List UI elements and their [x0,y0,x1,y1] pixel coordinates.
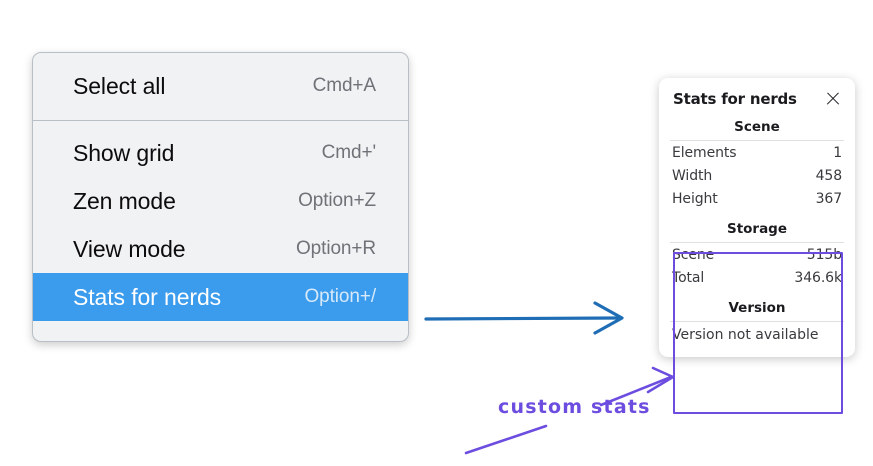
menu-item-view-mode[interactable]: View mode Option+R [33,225,408,273]
purple-underline-stroke [464,424,548,455]
stats-for-nerds-panel: Stats for nerds Scene Elements 1 Width 4… [659,78,855,357]
menu-item-label: Show grid [73,139,175,166]
stat-value: 346.6k [794,270,842,286]
menu-item-shortcut: Cmd+' [321,142,376,163]
stat-key: Width [672,168,713,184]
menu-item-shortcut: Option+R [296,238,376,259]
context-menu[interactable]: Select all Cmd+A Show grid Cmd+' Zen mod… [32,52,409,342]
section-divider [670,242,844,243]
menu-item-label: Stats for nerds [73,283,222,310]
stats-panel-title: Stats for nerds [673,90,797,108]
stat-row-height: Height 367 [659,187,855,210]
section-heading-storage: Storage [726,221,788,237]
menu-group-1: Select all Cmd+A [33,53,408,120]
stat-row-storage-scene: Scene 515b [659,243,855,266]
stat-value: 458 [815,168,843,184]
menu-item-select-all[interactable]: Select all Cmd+A [33,62,408,110]
stats-panel-header: Stats for nerds [659,88,855,108]
menu-group-2: Show grid Cmd+' Zen mode Option+Z View m… [33,121,408,341]
stat-key: Elements [672,145,737,161]
section-heading-version: Version [728,300,786,316]
menu-item-shortcut: Option+/ [304,286,376,307]
menu-item-stats-for-nerds[interactable]: Stats for nerds Option+/ [33,273,408,321]
menu-item-shortcut: Cmd+A [312,75,376,96]
menu-item-show-grid[interactable]: Show grid Cmd+' [33,129,408,177]
section-divider [670,140,844,141]
menu-divider [33,120,408,121]
stat-key: Height [672,191,718,207]
section-divider [670,321,844,322]
purple-arrow-icon [599,366,675,407]
menu-footer-spacer [33,321,408,341]
stat-key: Scene [672,247,715,263]
stat-value: 367 [815,191,843,207]
close-icon[interactable] [825,91,841,107]
menu-item-shortcut: Option+Z [298,190,376,211]
stat-key: Total [672,270,705,286]
stat-row-elements: Elements 1 [659,141,855,164]
stat-row-width: Width 458 [659,164,855,187]
menu-item-zen-mode[interactable]: Zen mode Option+Z [33,177,408,225]
stat-row-version: Version not available [672,327,819,343]
blue-arrow-icon [424,301,624,335]
section-heading-scene: Scene [734,119,780,135]
menu-item-label: Zen mode [73,187,176,214]
menu-item-label: Select all [73,72,166,99]
stat-value: 515b [806,247,842,263]
stat-row-storage-total: Total 346.6k [659,266,855,289]
handwritten-annotation-label: custom stats [498,396,651,418]
stat-value: 1 [833,145,842,161]
menu-item-label: View mode [73,235,186,262]
